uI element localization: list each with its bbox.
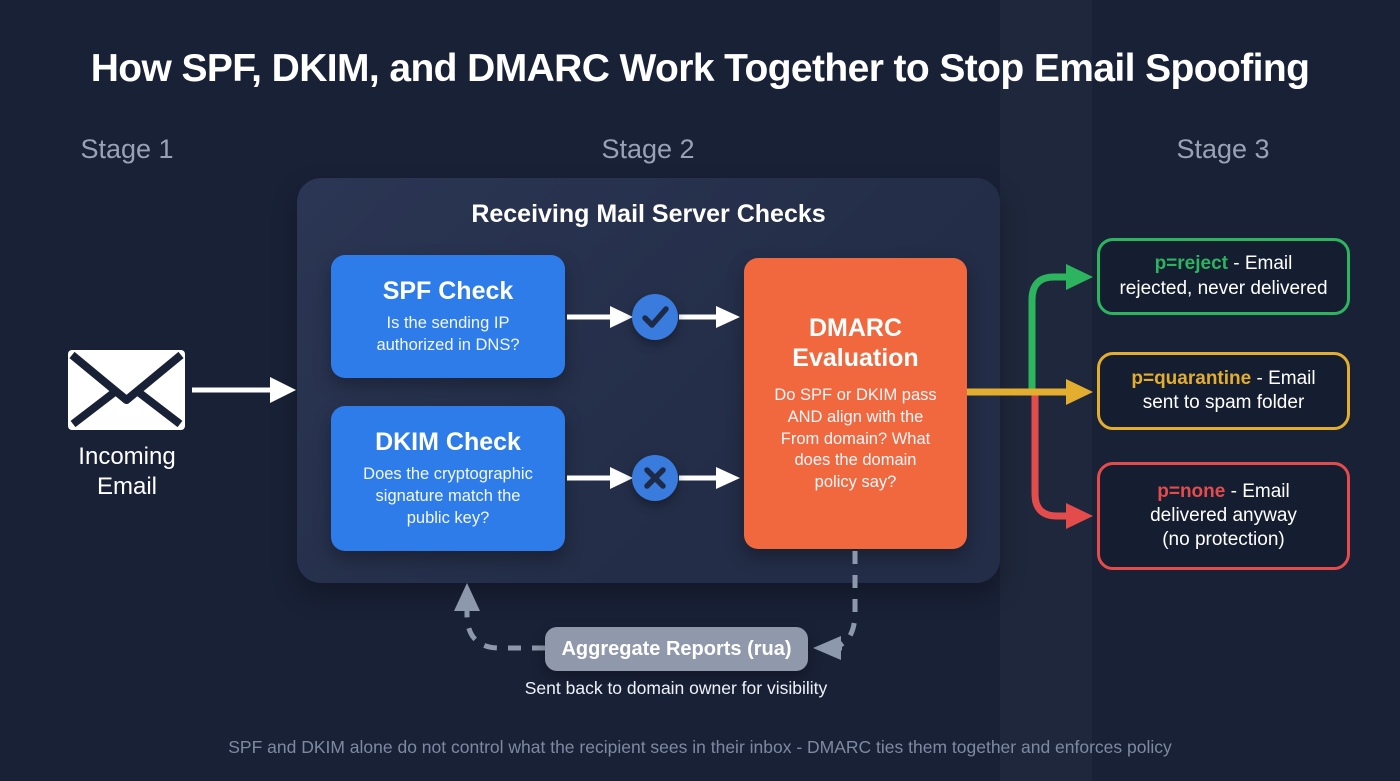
- aggregate-reports-pill: Aggregate Reports (rua): [545, 627, 808, 671]
- dkim-check-question: Does the cryptographic signature match t…: [363, 465, 533, 527]
- incoming-email-label: Incoming Email: [78, 443, 176, 501]
- envelope-icon: [68, 350, 185, 430]
- stage-1-label: Stage 1: [80, 134, 174, 164]
- footer-note: SPF and DKIM alone do not control what t…: [228, 737, 1172, 757]
- outcome-none-box: p=none - Email delivered anyway (no prot…: [1097, 462, 1350, 570]
- check-icon: [642, 306, 669, 328]
- outcome-quarantine-box: p=quarantine - Email sent to spam folder: [1097, 352, 1350, 430]
- policy-reject-value: p=reject: [1154, 253, 1228, 275]
- spf-check-box: SPF Check Is the sending IP authorized i…: [331, 255, 565, 378]
- outcome-none-description: - Email delivered anyway (no protection): [1150, 480, 1297, 551]
- outcome-none-text: p=none - Email delivered anyway (no prot…: [1150, 480, 1297, 552]
- outcome-reject-text: p=reject - Email rejected, never deliver…: [1119, 252, 1327, 300]
- reports-caption: Sent back to domain owner for visibility: [524, 678, 828, 698]
- panel-heading: Receiving Mail Server Checks: [471, 200, 826, 228]
- incoming-flow-arrow: [192, 377, 296, 403]
- server-checks-panel: Receiving Mail Server Checks SPF Check I…: [297, 178, 1000, 583]
- dmarc-evaluation-title: DMARC Evaluation: [792, 313, 919, 372]
- policy-none-value: p=none: [1157, 480, 1226, 502]
- reports-to-dkim-dashed-arrow: [454, 583, 545, 651]
- background-band: [1000, 0, 1092, 781]
- stage-3-label: Stage 3: [1176, 134, 1270, 164]
- spf-check-question: Is the sending IP authorized in DNS?: [376, 314, 520, 354]
- policy-quarantine-value: p=quarantine: [1131, 367, 1252, 389]
- cross-icon: [644, 467, 666, 489]
- outcome-reject-description: - Email rejected, never delivered: [1119, 253, 1328, 299]
- dkim-fail-badge: [632, 455, 678, 501]
- outcome-reject-box: p=reject - Email rejected, never deliver…: [1097, 238, 1350, 315]
- spf-pass-badge: [632, 294, 678, 340]
- dmarc-evaluation-question: Do SPF or DKIM pass AND align with the F…: [774, 385, 937, 492]
- spf-check-title: SPF Check: [382, 277, 514, 306]
- page-title: How SPF, DKIM, and DMARC Work Together t…: [90, 47, 1310, 90]
- dmarc-evaluation-box: DMARC Evaluation Do SPF or DKIM pass AND…: [744, 258, 967, 549]
- stage-2-label: Stage 2: [601, 134, 695, 164]
- dkim-check-title: DKIM Check: [375, 428, 521, 457]
- outcome-quarantine-text: p=quarantine - Email sent to spam folder: [1131, 367, 1315, 415]
- outcome-quarantine-description: - Email sent to spam folder: [1142, 367, 1316, 413]
- dkim-check-box: DKIM Check Does the cryptographic signat…: [331, 406, 565, 551]
